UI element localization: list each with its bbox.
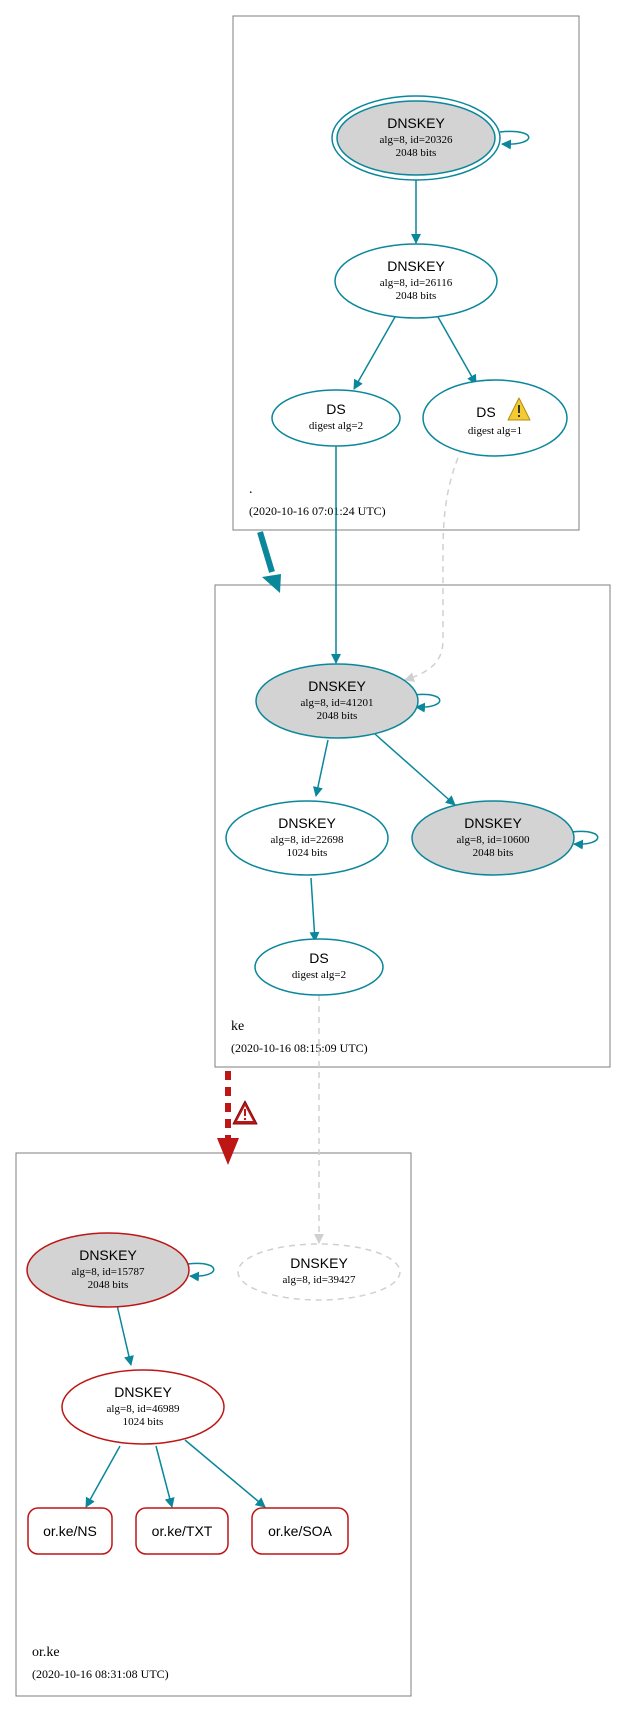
zone-root-name: . <box>249 482 253 497</box>
node-title: DS <box>326 401 345 417</box>
node-line2: 2048 bits <box>473 847 514 859</box>
node-orke-ksk[interactable]: DNSKEY alg=8, id=15787 2048 bits <box>26 1232 190 1308</box>
node-line1: digest alg=2 <box>292 969 346 981</box>
zone-root-border <box>232 15 580 531</box>
node-title: DNSKEY <box>387 258 445 274</box>
node-title: DS <box>309 950 328 966</box>
node-title: DNSKEY <box>387 115 445 131</box>
node-line2: 1024 bits <box>123 1416 164 1428</box>
edge-root-zsk-to-ds1 <box>437 316 477 385</box>
rrset-label: or.ke/TXT <box>152 1523 213 1539</box>
selfloop-ke-ksk <box>413 693 441 713</box>
node-title: DNSKEY <box>464 815 522 831</box>
node-line1: alg=8, id=15787 <box>72 1266 145 1278</box>
node-ke-zsk[interactable]: DNSKEY alg=8, id=22698 1024 bits <box>225 800 389 876</box>
edge-ke-zsk-to-ds <box>309 877 320 942</box>
zone-orke-name: or.ke <box>32 1645 60 1660</box>
node-line1: alg=8, id=41201 <box>301 697 374 709</box>
node-line2: 2048 bits <box>88 1279 129 1291</box>
edge-ke-ksk-to-ksk2 <box>374 733 456 806</box>
node-orke-missing-dnskey[interactable]: DNSKEY alg=8, id=39427 <box>237 1243 401 1301</box>
rrset-label: or.ke/NS <box>43 1523 97 1539</box>
edge-orke-zsk-to-txt <box>155 1445 175 1508</box>
zone-orke: or.ke (2020-10-16 08:31:08 UTC) <box>15 1152 412 1697</box>
node-line2: 2048 bits <box>396 147 437 159</box>
node-orke-zsk[interactable]: DNSKEY alg=8, id=46989 1024 bits <box>61 1369 225 1445</box>
node-title: DNSKEY <box>114 1384 172 1400</box>
edges <box>85 130 599 1508</box>
rrset-or-ke-ns[interactable]: or.ke/NS <box>27 1507 113 1555</box>
rrset-or-ke-txt[interactable]: or.ke/TXT <box>135 1507 229 1555</box>
rrset-or-ke-soa[interactable]: or.ke/SOA <box>251 1507 349 1555</box>
zone-root-timestamp: (2020-10-16 07:01:24 UTC) <box>249 504 386 518</box>
edge-orke-zsk-to-ns <box>85 1445 121 1508</box>
zone-ke-border <box>214 584 611 1068</box>
error-icon[interactable] <box>232 1100 258 1125</box>
node-line2: 2048 bits <box>317 710 358 722</box>
node-line1: digest alg=1 <box>468 425 522 437</box>
warning-icon[interactable] <box>507 397 531 421</box>
node-ke-ksk[interactable]: DNSKEY alg=8, id=41201 2048 bits <box>255 663 419 739</box>
node-line1: alg=8, id=10600 <box>457 834 530 846</box>
delegation-root-to-ke-arrowhead <box>262 574 281 593</box>
node-title: DS <box>476 404 495 420</box>
zone-orke-timestamp: (2020-10-16 08:31:08 UTC) <box>32 1667 169 1681</box>
edge-orke-zsk-to-soa <box>184 1439 266 1508</box>
delegation-root-to-ke <box>257 531 275 573</box>
selfloop-orke-ksk <box>187 1262 215 1282</box>
delegation-ke-to-orke-arrowhead <box>217 1138 239 1165</box>
zone-ke: ke (2020-10-16 08:15:09 UTC) <box>214 584 611 1068</box>
edge-root-ds1-to-ke-ksk-dashed <box>404 427 473 683</box>
node-line1: digest alg=2 <box>309 420 363 432</box>
zone-root: . (2020-10-16 07:01:24 UTC) <box>232 15 580 531</box>
zone-ke-timestamp: (2020-10-16 08:15:09 UTC) <box>231 1041 368 1055</box>
node-ke-ds[interactable]: DS digest alg=2 <box>254 938 384 996</box>
edge-orke-ksk-to-zsk <box>116 1304 134 1366</box>
node-title: DNSKEY <box>290 1255 348 1271</box>
node-title: DNSKEY <box>308 678 366 694</box>
node-root-ksk[interactable]: DNSKEY alg=8, id=20326 2048 bits <box>331 95 501 181</box>
edge-root-zsk-to-ds2 <box>353 316 396 390</box>
selfloop-ke-ksk2 <box>571 830 599 850</box>
zone-ke-name: ke <box>231 1019 244 1034</box>
selfloop-root-ksk <box>499 130 530 150</box>
node-line1: alg=8, id=20326 <box>380 134 453 146</box>
node-root-ds-alg2[interactable]: DS digest alg=2 <box>271 389 401 447</box>
node-title: DNSKEY <box>79 1247 137 1263</box>
node-line2: 2048 bits <box>396 290 437 302</box>
node-title: DNSKEY <box>278 815 336 831</box>
node-line1: alg=8, id=22698 <box>271 834 344 846</box>
node-line1: alg=8, id=26116 <box>380 277 453 289</box>
node-root-ds-alg1[interactable]: DS digest alg=1 <box>422 379 568 457</box>
node-line2: 1024 bits <box>287 847 328 859</box>
rrset-label: or.ke/SOA <box>268 1523 332 1539</box>
node-root-zsk[interactable]: DNSKEY alg=8, id=26116 2048 bits <box>334 243 498 319</box>
node-line1: alg=8, id=39427 <box>283 1274 356 1286</box>
node-line1: alg=8, id=46989 <box>107 1403 180 1415</box>
edge-ke-ksk-to-zsk <box>312 739 329 797</box>
zone-orke-border <box>15 1152 412 1697</box>
node-ke-ksk-10600[interactable]: DNSKEY alg=8, id=10600 2048 bits <box>411 800 575 876</box>
